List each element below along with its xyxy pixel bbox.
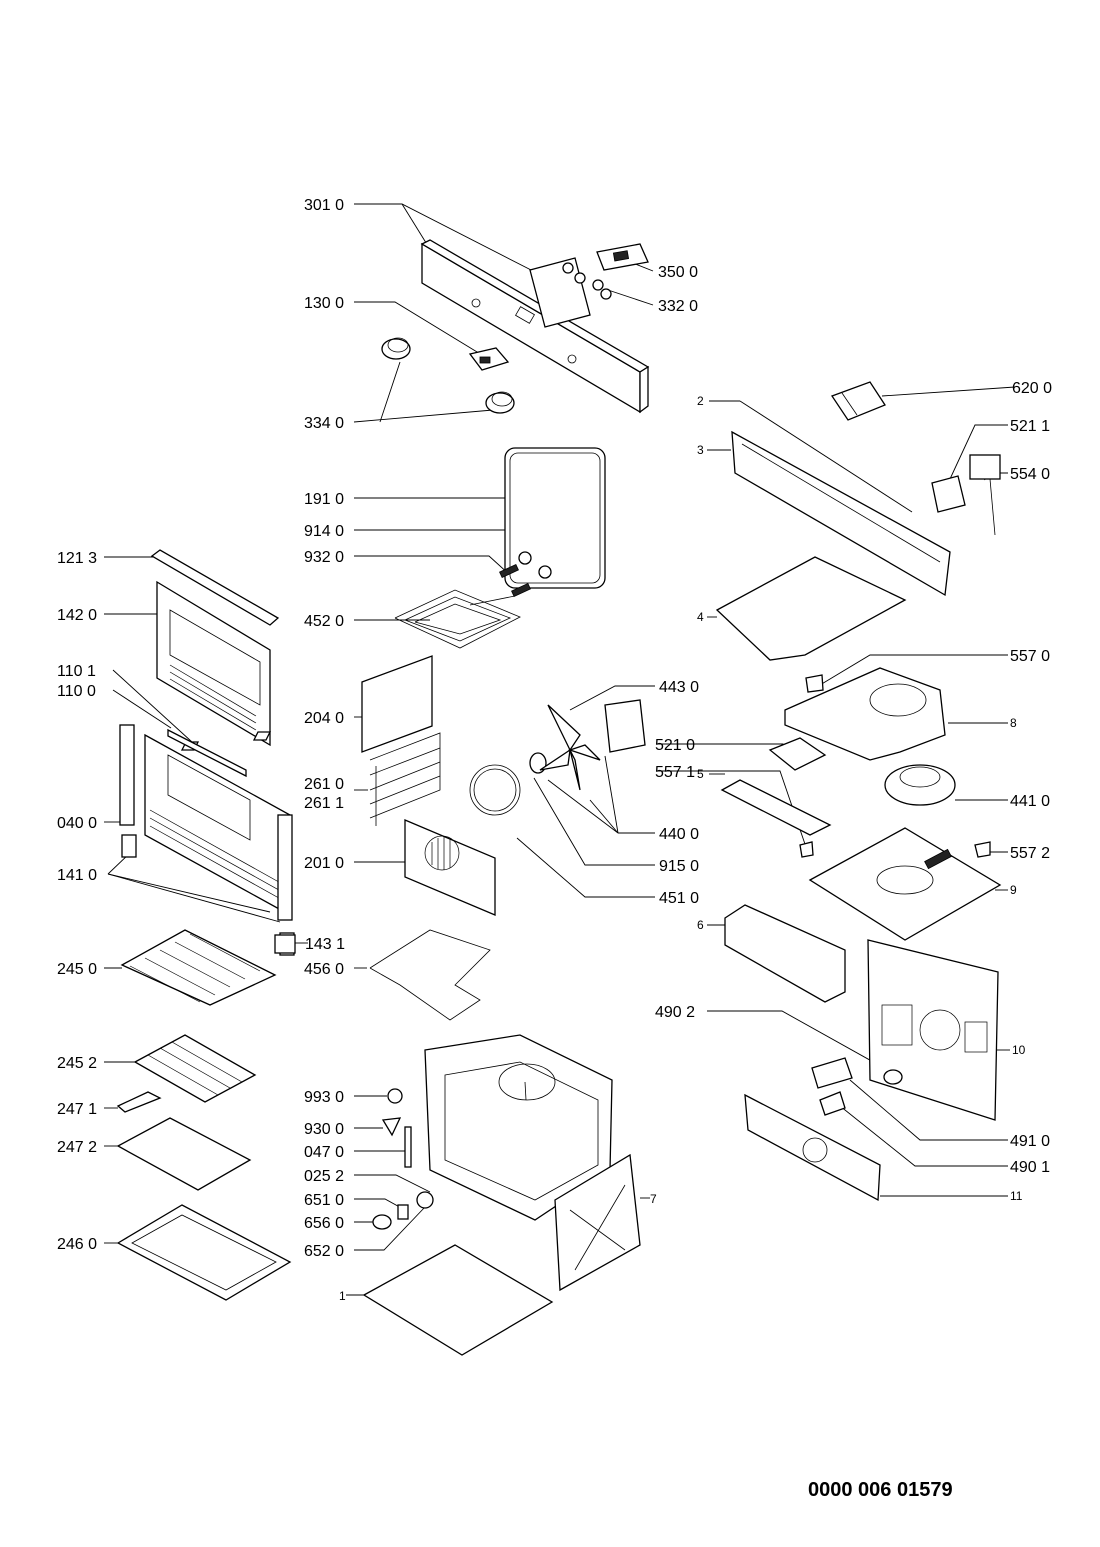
label-11: 11 — [1010, 1189, 1023, 1203]
label-245-2: 245 2 — [57, 1055, 97, 1072]
label-261-1: 261 1 — [304, 795, 344, 812]
knob-parts — [381, 337, 515, 414]
label-141-0: 141 0 — [57, 867, 97, 884]
top-plate-part — [808, 827, 1002, 941]
baking-tray-part — [116, 1204, 292, 1301]
label-915-0: 915 0 — [659, 858, 699, 875]
rack-plate-part — [361, 655, 433, 753]
label-10: 10 — [1012, 1043, 1026, 1057]
oven-rack-part — [120, 929, 277, 1006]
label-451-0: 451 0 — [659, 890, 699, 907]
label-047-0: 047 0 — [304, 1144, 344, 1161]
label-247-2: 247 2 — [57, 1139, 97, 1156]
label-201-0: 201 0 — [304, 855, 344, 872]
label-143-1: 143 1 — [305, 936, 345, 953]
relay-part — [831, 381, 886, 421]
ring-element-part — [469, 764, 521, 816]
label-261-0: 261 0 — [304, 776, 344, 793]
label-491-0: 491 0 — [1010, 1133, 1050, 1150]
lower-element-part — [369, 929, 491, 1021]
label-914-0: 914 0 — [304, 523, 344, 540]
label-142-0: 142 0 — [57, 607, 97, 624]
label-557-2: 557 2 — [1010, 845, 1050, 862]
label-191-0: 191 0 — [304, 491, 344, 508]
label-443-0: 443 0 — [659, 679, 699, 696]
label-245-0: 245 0 — [57, 961, 97, 978]
label-452-0: 452 0 — [304, 613, 344, 630]
label-440-0: 440 0 — [659, 826, 699, 843]
cooling-fan-motor-part — [884, 764, 956, 806]
grill-element-part — [394, 589, 521, 649]
label-247-1: 247 1 — [57, 1101, 97, 1118]
back-panel-part — [744, 1093, 881, 1202]
label-1: 1 — [339, 1289, 346, 1303]
label-521-0: 521 0 — [655, 737, 695, 754]
label-025-2: 025 2 — [304, 1168, 344, 1185]
control-panel-part — [420, 239, 650, 414]
label-040-0: 040 0 — [57, 815, 97, 832]
label-557-1: 557 1 — [655, 764, 695, 781]
side-panel-part — [554, 1153, 641, 1292]
label-110-0: 110 0 — [57, 683, 96, 700]
outer-door-glass-part — [156, 580, 271, 747]
label-9: 9 — [1010, 883, 1017, 897]
switch-parts — [468, 257, 612, 371]
fan-blade-part — [539, 704, 601, 791]
leader-lines — [104, 203, 1016, 1296]
label-110-1: 110 1 — [57, 663, 96, 680]
label-490-1: 490 1 — [1010, 1159, 1050, 1176]
label-456-0: 456 0 — [304, 961, 344, 978]
label-930-0: 930 0 — [304, 1121, 344, 1138]
label-130-0: 130 0 — [304, 295, 344, 312]
label-620-0: 620 0 — [1012, 380, 1052, 397]
label-8: 8 — [1010, 716, 1017, 730]
rear-panel-part — [867, 939, 999, 1121]
part-labels: 301 0 130 0 334 0 191 0 914 0 932 0 452 … — [57, 197, 1052, 1303]
label-993-0: 993 0 — [304, 1089, 344, 1106]
label-554-0: 554 0 — [1010, 466, 1050, 483]
fan-cover-part — [404, 819, 496, 916]
grill-rack-part — [133, 1034, 257, 1103]
label-246-0: 246 0 — [57, 1236, 97, 1253]
side-rails-part — [369, 732, 441, 826]
bracket-part — [724, 904, 846, 1003]
label-332-0: 332 0 — [658, 298, 698, 315]
label-6: 6 — [697, 918, 704, 932]
label-651-0: 651 0 — [304, 1192, 344, 1209]
fan-duct-part — [784, 667, 946, 761]
label-204-0: 204 0 — [304, 710, 344, 727]
label-4: 4 — [697, 610, 704, 624]
label-521-1: 521 1 — [1010, 418, 1050, 435]
label-932-0: 932 0 — [304, 549, 344, 566]
label-3: 3 — [697, 443, 704, 457]
door-seal-part — [504, 447, 606, 589]
label-2: 2 — [697, 394, 704, 408]
document-number: 0000 006 01579 — [808, 1479, 953, 1501]
fan-motor-part — [604, 699, 646, 753]
bottom-panel-part — [362, 1244, 554, 1356]
label-301-0: 301 0 — [304, 197, 344, 214]
label-334-0: 334 0 — [304, 415, 344, 432]
label-490-2: 490 2 — [655, 1004, 695, 1021]
door-trim-part — [150, 549, 280, 626]
drip-pan-part — [116, 1117, 252, 1191]
cover-plate-part — [715, 556, 907, 661]
label-7: 7 — [650, 1192, 657, 1206]
label-557-0: 557 0 — [1010, 648, 1050, 665]
label-656-0: 656 0 — [304, 1215, 344, 1232]
label-441-0: 441 0 — [1010, 793, 1050, 810]
label-350-0: 350 0 — [658, 264, 698, 281]
label-652-0: 652 0 — [304, 1243, 344, 1260]
label-5: 5 — [697, 767, 704, 781]
display-module-part — [596, 243, 649, 271]
rear-frame-part — [731, 430, 951, 597]
parts-illustration — [116, 239, 1002, 1356]
label-121-3: 121 3 — [57, 550, 97, 567]
